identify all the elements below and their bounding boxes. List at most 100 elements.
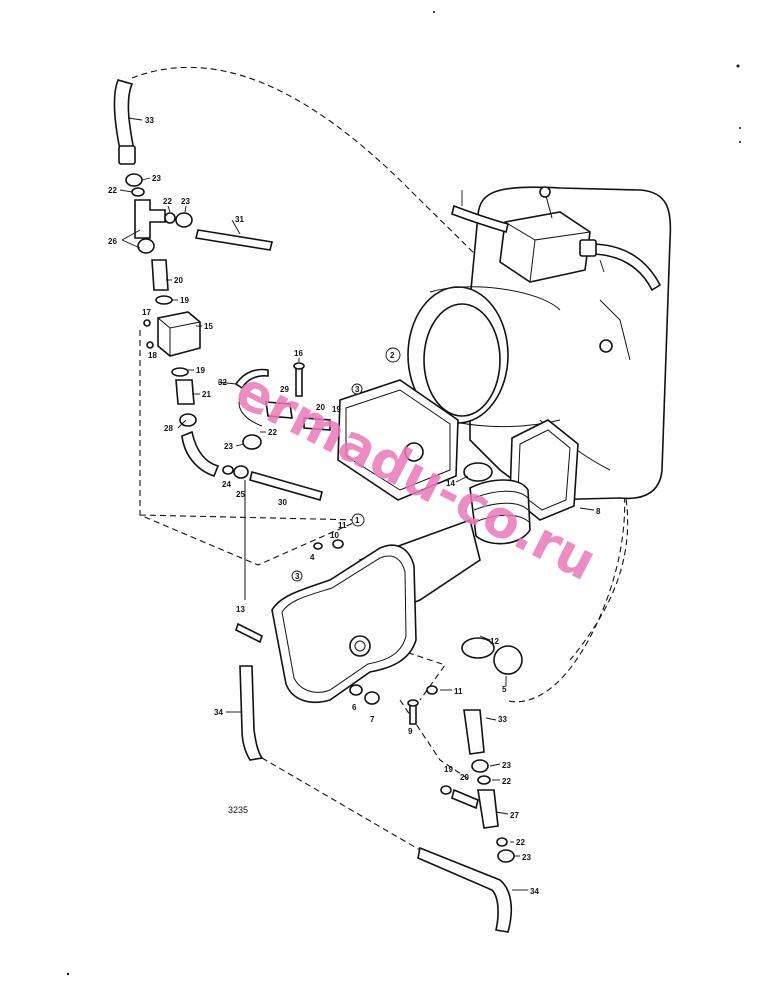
part-label: 4 [310,553,315,562]
part-label: 19 [196,366,205,375]
part-label: 30 [278,498,287,507]
part-label: 14 [446,479,455,488]
ring-18 [146,341,154,349]
part-label: 19 [444,765,453,774]
part-label: 25 [236,490,245,499]
part-label: 11 [338,521,347,530]
hose-33-right [589,243,662,292]
hose-34-right [417,846,513,933]
washer-24 [222,465,234,475]
bellows-14-ribs [473,490,530,523]
part-label: 22 [502,777,511,786]
part-label: 5 [502,685,507,694]
part-label: 12 [490,637,499,646]
circled-ref-1: 1 [355,516,360,525]
valve-block-15 [157,311,201,357]
part-label: 19 [332,405,341,414]
nut-25 [233,465,249,479]
fitting-21 [175,379,195,405]
fitting-20-d [451,788,479,810]
drawing-number: 3235 [228,805,248,815]
part-label: 20 [174,276,183,285]
circled-references: 1 2 3 3 [291,347,401,582]
tee-27 [477,789,499,829]
fitting-29 [265,401,293,419]
cover-1 [271,544,417,704]
cover-1-hub [349,635,371,657]
hose-33-top [113,79,135,151]
nut-23-e [497,849,515,863]
washer-19-b [171,367,189,377]
hose-route-dashed-lower [261,757,421,851]
bolt-4 [313,542,323,550]
fitting-20 [151,259,169,291]
part-label: 9 [408,727,413,736]
part-label: 6 [352,703,357,712]
part-label: 23 [522,853,531,862]
part-label: 23 [181,197,190,206]
washer-22-b [164,212,176,224]
washer-19-a [155,295,173,305]
oring-12 [461,637,495,659]
screw-11-lower [426,685,438,695]
part-label: 23 [502,761,511,770]
fitting-20-mid [303,417,331,431]
cover-1-flange [281,555,407,693]
housing-port [599,339,613,353]
bushing-5 [493,645,523,675]
part-label: 22 [268,428,277,437]
part-label: 24 [222,480,231,489]
pipe-32 [234,368,269,390]
part-label: 31 [235,215,244,224]
part-label: 20 [460,773,469,782]
pipe-30 [249,471,323,501]
housing-tube-inner [423,303,501,417]
part-label: 23 [224,442,233,451]
part-label: 16 [294,349,303,358]
lever-knob [539,186,551,198]
nut-23-b [175,212,193,228]
cover-2-flange [345,389,451,491]
scan-specks [66,11,741,976]
nut-7 [364,691,380,705]
part-label: 34 [530,887,539,896]
part-label: 23 [152,174,161,183]
pipe-33-curve [238,397,263,427]
leader-lines [119,117,605,891]
nut-23-c [242,434,262,450]
hose-34-left [239,665,264,761]
housing-top-box [499,211,591,283]
circled-ref-3-upper: 3 [355,385,360,394]
part-label: 33 [498,715,507,724]
part-label: 33 [145,116,154,125]
hose-route-dashed [131,66,626,703]
part-label: 13 [236,605,245,614]
part-label: 8 [596,507,601,516]
part-label: 15 [204,322,213,331]
washer-22-d [477,775,491,785]
part-labels: 33 23 22 22 23 31 26 20 19 17 15 1 8 16 3… [108,116,601,896]
bolt-16-head [293,362,305,370]
bolt-9-head [407,699,419,707]
nut-26-a [137,238,155,254]
part-label: 21 [202,390,211,399]
part-label: 11 [454,687,463,696]
pipe-31 [195,229,273,251]
valve-block-15-face [157,317,201,356]
part-label: 27 [510,811,519,820]
part-label: 28 [164,424,173,433]
cover-1-hub-inner [354,640,366,652]
nut-28 [179,413,197,427]
bolt-9 [409,703,417,725]
part-label: 26 [108,237,117,246]
hose-33-left-in [451,204,509,234]
washer-19-d [440,785,452,795]
part-label: 10 [330,531,339,540]
hose-33-right-end [579,239,597,257]
alignment-frame-dashed [139,330,361,566]
part-label: 17 [142,308,151,317]
elbow-fitting [181,430,220,477]
hose-33-lower [463,709,485,755]
